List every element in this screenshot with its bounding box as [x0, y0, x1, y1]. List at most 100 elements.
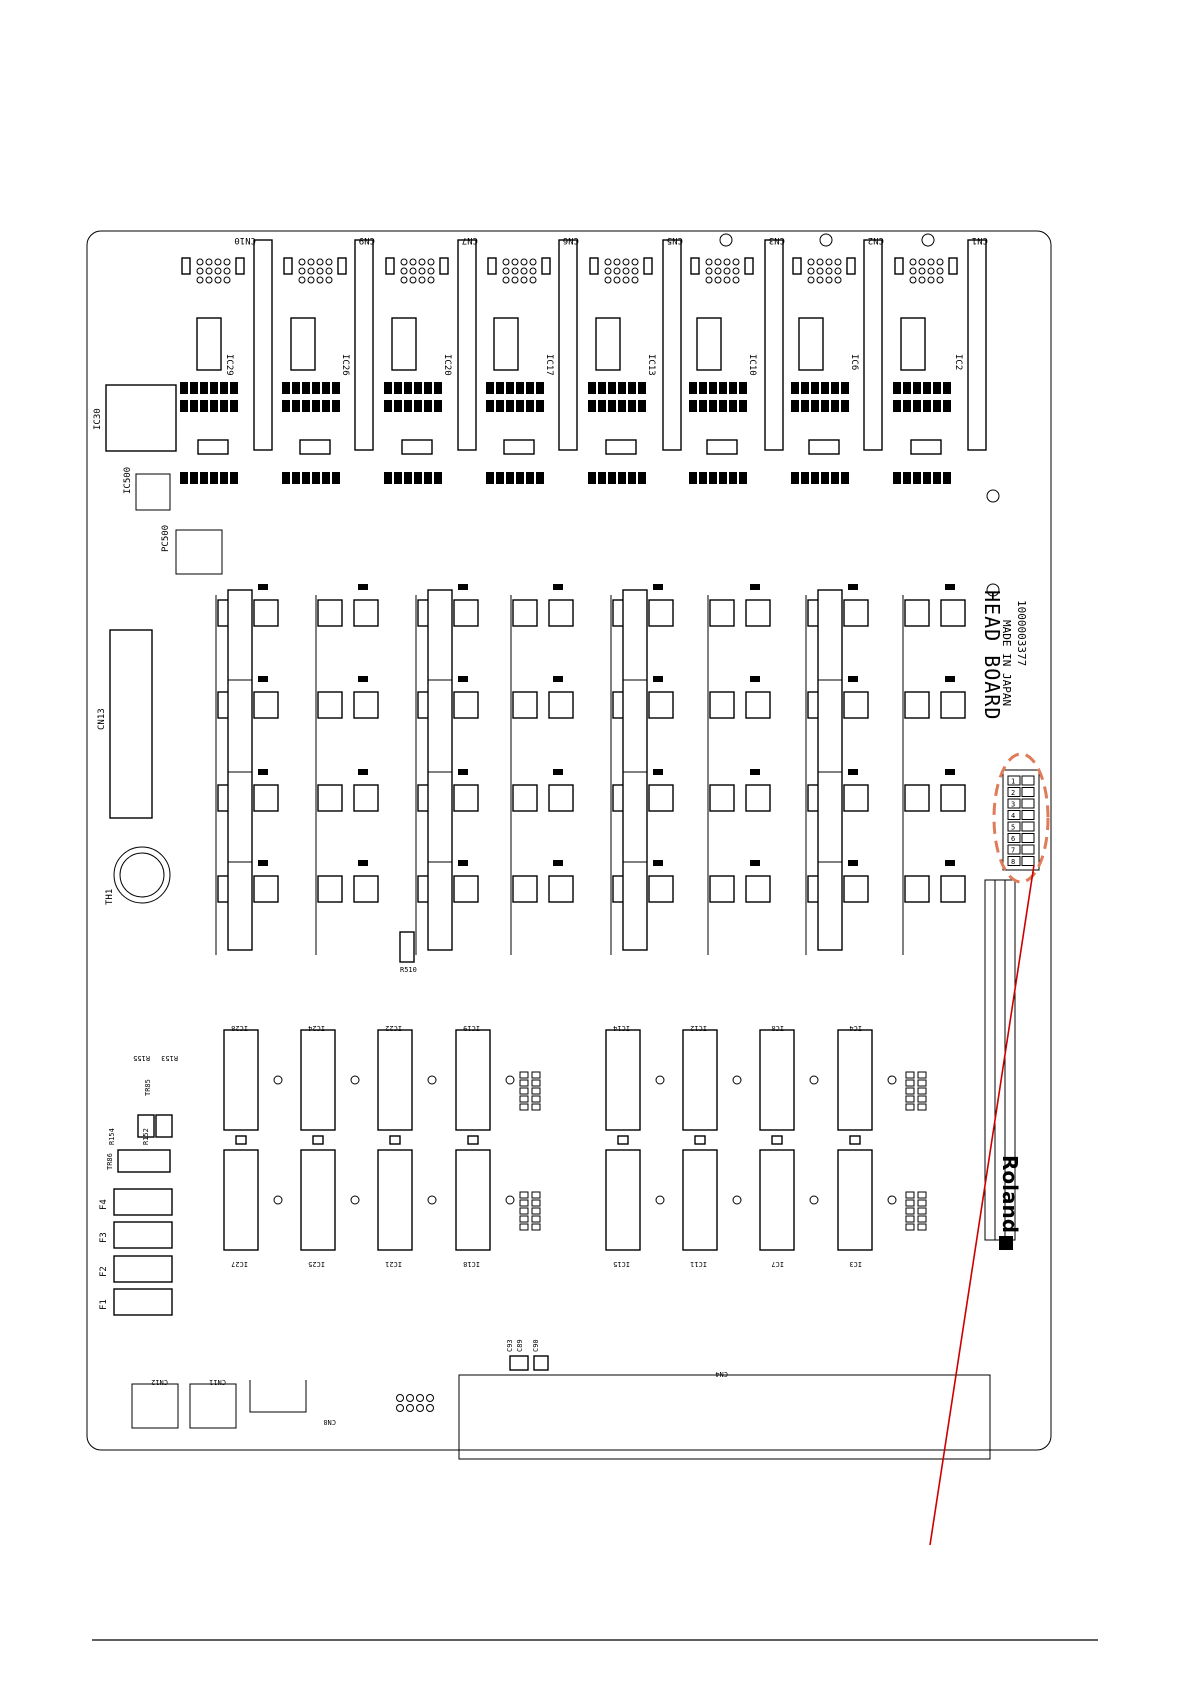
test-point — [655, 1075, 665, 1085]
pad — [316, 267, 324, 275]
test-point — [887, 1195, 897, 1205]
diode — [197, 439, 229, 455]
fuse-label: F2 — [99, 1266, 109, 1277]
pin — [905, 1079, 915, 1087]
connector-strip — [227, 589, 253, 951]
test-point — [426, 1394, 434, 1402]
capacitor — [771, 1135, 783, 1145]
dip-switch-digit: 1 — [1011, 778, 1015, 786]
transistor — [253, 875, 279, 903]
resistor — [536, 400, 544, 412]
resistor — [821, 472, 829, 484]
test-point — [505, 1075, 515, 1085]
misc-label: C93 — [506, 1339, 514, 1352]
capacitor — [283, 257, 293, 275]
resistor — [618, 472, 626, 484]
pin — [917, 1215, 927, 1223]
resistor — [588, 400, 596, 412]
diode — [910, 439, 942, 455]
dip-switch-cell — [1021, 787, 1035, 797]
resistor — [434, 472, 442, 484]
pin — [519, 1071, 529, 1079]
pad — [631, 267, 639, 275]
resistor — [302, 400, 310, 412]
resistor — [791, 472, 799, 484]
brand-logo: Roland — [998, 1155, 1022, 1233]
resistor — [893, 382, 901, 394]
resistor — [729, 472, 737, 484]
pad — [223, 267, 231, 275]
test-point — [396, 1394, 404, 1402]
resistor — [458, 860, 468, 866]
resistor — [618, 382, 626, 394]
capacitor — [894, 257, 904, 275]
resistor — [739, 472, 747, 484]
pad — [325, 258, 333, 266]
resistor — [801, 472, 809, 484]
resistor — [653, 769, 663, 775]
pad — [511, 258, 519, 266]
resistor — [945, 860, 955, 866]
transistor — [512, 691, 538, 719]
resistor — [322, 400, 330, 412]
transistor — [709, 599, 735, 627]
resistor — [831, 382, 839, 394]
resistor — [220, 382, 228, 394]
resistor — [848, 769, 858, 775]
pad — [705, 258, 713, 266]
pin — [917, 1087, 927, 1095]
resistor — [506, 400, 514, 412]
resistor — [424, 472, 432, 484]
transistor — [940, 691, 966, 719]
pad — [223, 276, 231, 284]
board-outline — [86, 230, 1052, 1451]
diode — [503, 439, 535, 455]
board-part-number: 1000003377 — [1015, 600, 1028, 666]
pad — [214, 267, 222, 275]
ic — [759, 1149, 795, 1251]
left-side-components: CN13 TH1 PC500 IC500 — [97, 467, 223, 905]
bottom-connector-label: CN4 — [715, 1370, 728, 1378]
pad — [825, 258, 833, 266]
bottom-left-connector-label: CN12 — [151, 1378, 168, 1386]
resistor — [516, 400, 524, 412]
resistor — [486, 382, 494, 394]
resistor — [496, 382, 504, 394]
connector-label: CN9 — [359, 235, 375, 245]
capacitor — [235, 257, 245, 275]
resistor — [831, 472, 839, 484]
resistor — [358, 676, 368, 682]
pin — [905, 1199, 915, 1207]
capacitor — [235, 1135, 247, 1145]
pad — [502, 258, 510, 266]
capacitor — [385, 257, 395, 275]
pad — [918, 258, 926, 266]
dip-switch-cell — [1007, 844, 1021, 855]
resistor — [598, 382, 606, 394]
resistor — [404, 382, 412, 394]
fuse-label: F4 — [99, 1199, 109, 1210]
pad — [613, 276, 621, 284]
pad — [622, 276, 630, 284]
resistor — [190, 400, 198, 412]
resistor — [933, 382, 941, 394]
pin — [905, 1087, 915, 1095]
capacitor — [589, 257, 599, 275]
transistor — [745, 784, 771, 812]
board-made-in: MADE IN JAPAN — [1000, 620, 1013, 706]
pad — [511, 267, 519, 275]
resistor — [302, 382, 310, 394]
capacitor — [617, 1135, 629, 1145]
middle-connector-strips — [215, 589, 904, 955]
pad — [723, 267, 731, 275]
ic-label: IC18 — [463, 1260, 480, 1268]
pad — [418, 267, 426, 275]
resistor — [258, 584, 268, 590]
resistor — [384, 472, 392, 484]
transistor — [512, 875, 538, 903]
pad — [298, 276, 306, 284]
ic — [837, 1029, 873, 1131]
resistor — [943, 382, 951, 394]
pad — [400, 267, 408, 275]
pad — [196, 267, 204, 275]
